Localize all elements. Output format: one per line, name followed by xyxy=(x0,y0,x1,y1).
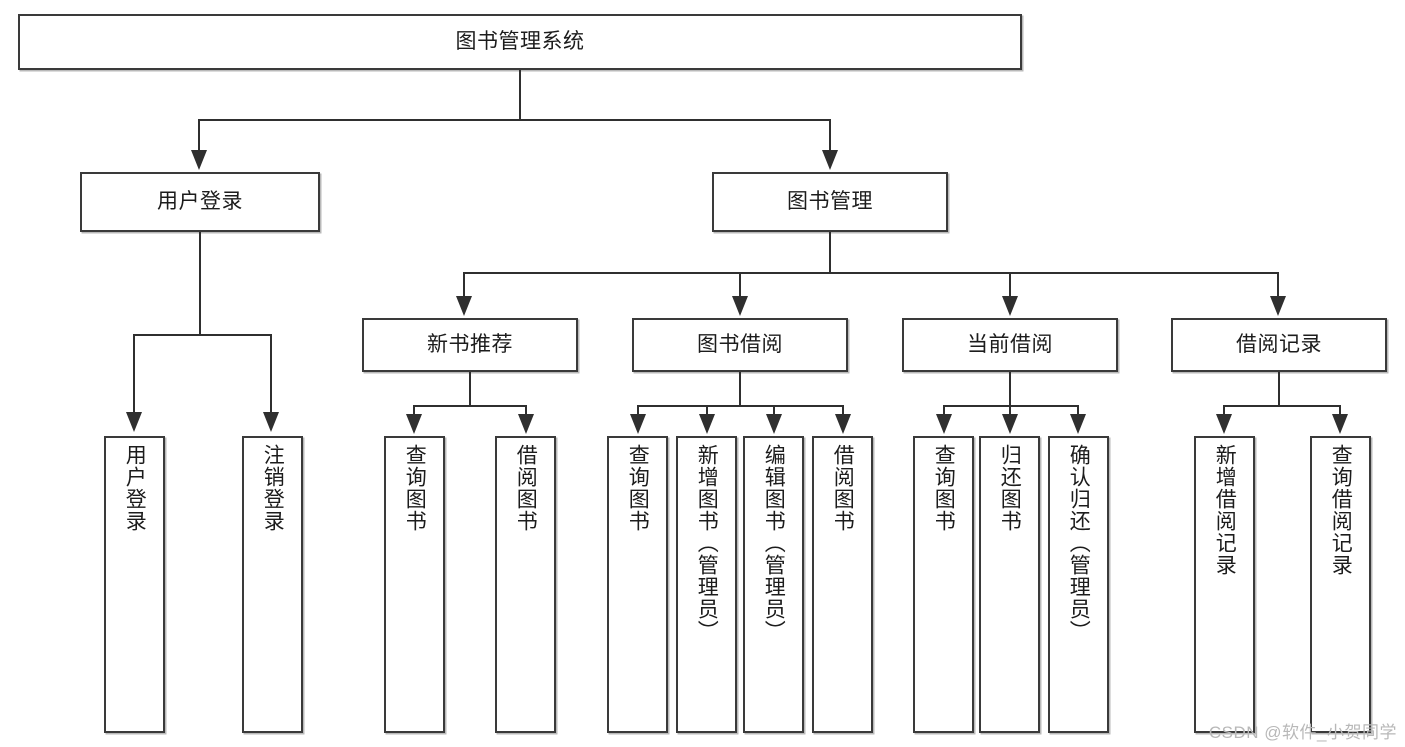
arrowhead-book-manage-to-new-book xyxy=(456,296,472,316)
leaf-query-book-recommend[interactable]: 查询图书 xyxy=(384,436,445,733)
node-current-borrow[interactable]: 当前借阅 xyxy=(902,318,1118,372)
leaf-borrow-book[interactable]: 借阅图书 xyxy=(812,436,873,733)
leaf-confirm-return-admin[interactable]: 确认归还（管理员） xyxy=(1048,436,1109,733)
leaf-label: 查询图书 xyxy=(626,444,650,532)
connector-book-borrow-bus xyxy=(637,405,843,407)
node-label: 图书管理 xyxy=(787,190,873,214)
connector-current-borrow-to-leaf-2 xyxy=(1009,405,1011,417)
arrowhead-current-borrow-to-leaf-2 xyxy=(1002,414,1018,434)
arrowhead-root-to-user-login xyxy=(191,150,207,170)
connector-book-manage-to-borrow-record xyxy=(1277,272,1279,300)
node-label: 图书管理系统 xyxy=(455,30,585,54)
node-label: 借阅记录 xyxy=(1236,333,1322,357)
connector-current-borrow-bus xyxy=(943,405,1079,407)
leaf-edit-book-admin[interactable]: 编辑图书（管理员） xyxy=(743,436,804,733)
connector-book-borrow-to-leaf-1 xyxy=(637,405,639,417)
node-label: 新书推荐 xyxy=(427,333,513,357)
leaf-query-book-current[interactable]: 查询图书 xyxy=(913,436,974,733)
arrowhead-root-to-book-manage xyxy=(822,150,838,170)
arrowhead-book-manage-to-current-borrow xyxy=(1002,296,1018,316)
connector-book-borrow-to-leaf-3 xyxy=(773,405,775,417)
leaf-label: 注销登录 xyxy=(261,444,285,532)
leaf-borrow-book-recommend[interactable]: 借阅图书 xyxy=(495,436,556,733)
leaf-label: 借阅图书 xyxy=(514,444,538,532)
connector-current-borrow-to-leaf-1 xyxy=(943,405,945,417)
leaf-query-borrow-record[interactable]: 查询借阅记录 xyxy=(1310,436,1371,733)
connector-book-borrow-stem xyxy=(739,372,741,407)
arrowhead-new-book-to-leaf-2 xyxy=(518,414,534,434)
arrowhead-book-borrow-to-leaf-2 xyxy=(699,414,715,434)
connector-book-manage-to-new-book xyxy=(463,272,465,300)
node-label: 用户登录 xyxy=(157,190,243,214)
connector-current-borrow-to-leaf-3 xyxy=(1077,405,1079,417)
arrowhead-borrow-record-to-leaf-2 xyxy=(1332,414,1348,434)
arrowhead-book-borrow-to-leaf-4 xyxy=(835,414,851,434)
arrowhead-user-login-to-leaf-2 xyxy=(263,412,279,432)
leaf-label: 查询借阅记录 xyxy=(1329,444,1353,576)
node-new-book-recommend[interactable]: 新书推荐 xyxy=(362,318,578,372)
leaf-label: 借阅图书 xyxy=(831,444,855,532)
arrowhead-new-book-to-leaf-1 xyxy=(406,414,422,434)
connector-book-manage-bus xyxy=(463,272,1277,274)
arrowhead-current-borrow-to-leaf-3 xyxy=(1070,414,1086,434)
node-label: 当前借阅 xyxy=(967,333,1053,357)
leaf-label: 用户登录 xyxy=(123,444,147,532)
connector-new-book-bus xyxy=(413,405,527,407)
leaf-label: 新增图书（管理员） xyxy=(695,444,719,642)
node-book-borrow[interactable]: 图书借阅 xyxy=(632,318,848,372)
connector-user-login-bus xyxy=(133,334,272,336)
connector-user-login-stem xyxy=(199,232,201,336)
arrowhead-user-login-to-leaf-1 xyxy=(126,412,142,432)
leaf-label: 编辑图书（管理员） xyxy=(762,444,786,642)
arrowhead-current-borrow-to-leaf-1 xyxy=(936,414,952,434)
connector-borrow-record-stem xyxy=(1278,372,1280,407)
leaf-label: 新增借阅记录 xyxy=(1213,444,1237,576)
node-user-login[interactable]: 用户登录 xyxy=(80,172,320,232)
connector-root-to-book-manage xyxy=(829,119,831,154)
arrowhead-book-manage-to-book-borrow xyxy=(732,296,748,316)
connector-book-manage-to-current-borrow xyxy=(1009,272,1011,300)
connector-new-book-stem xyxy=(469,372,471,407)
node-label: 图书借阅 xyxy=(697,333,783,357)
connector-borrow-record-to-leaf-2 xyxy=(1339,405,1341,417)
arrowhead-book-manage-to-borrow-record xyxy=(1270,296,1286,316)
leaf-label: 确认归还（管理员） xyxy=(1067,444,1091,642)
connector-book-manage-to-book-borrow xyxy=(739,272,741,300)
node-book-management[interactable]: 图书管理 xyxy=(712,172,948,232)
node-borrow-record[interactable]: 借阅记录 xyxy=(1171,318,1387,372)
connector-root-to-user-login xyxy=(198,119,200,154)
connector-new-book-to-leaf-2 xyxy=(525,405,527,417)
connector-user-login-to-leaf-1 xyxy=(133,334,135,416)
connector-borrow-record-bus xyxy=(1223,405,1341,407)
connector-new-book-to-leaf-1 xyxy=(413,405,415,417)
leaf-label: 查询图书 xyxy=(932,444,956,532)
connector-book-borrow-to-leaf-4 xyxy=(842,405,844,417)
connector-borrow-record-to-leaf-1 xyxy=(1223,405,1225,417)
connector-root-stem xyxy=(519,70,521,120)
arrowhead-book-borrow-to-leaf-1 xyxy=(630,414,646,434)
leaf-return-book[interactable]: 归还图书 xyxy=(979,436,1040,733)
node-root-system[interactable]: 图书管理系统 xyxy=(18,14,1022,70)
leaf-user-login[interactable]: 用户登录 xyxy=(104,436,165,733)
connector-book-borrow-to-leaf-2 xyxy=(706,405,708,417)
leaf-logout[interactable]: 注销登录 xyxy=(242,436,303,733)
leaf-label: 查询图书 xyxy=(403,444,427,532)
connector-book-manage-stem xyxy=(829,232,831,274)
leaf-add-book-admin[interactable]: 新增图书（管理员） xyxy=(676,436,737,733)
leaf-add-borrow-record[interactable]: 新增借阅记录 xyxy=(1194,436,1255,733)
connector-current-borrow-stem xyxy=(1009,372,1011,407)
arrowhead-book-borrow-to-leaf-3 xyxy=(766,414,782,434)
arrowhead-borrow-record-to-leaf-1 xyxy=(1216,414,1232,434)
leaf-label: 归还图书 xyxy=(998,444,1022,532)
leaf-query-book-borrow[interactable]: 查询图书 xyxy=(607,436,668,733)
connector-root-bus xyxy=(198,119,831,121)
connector-user-login-to-leaf-2 xyxy=(270,334,272,416)
